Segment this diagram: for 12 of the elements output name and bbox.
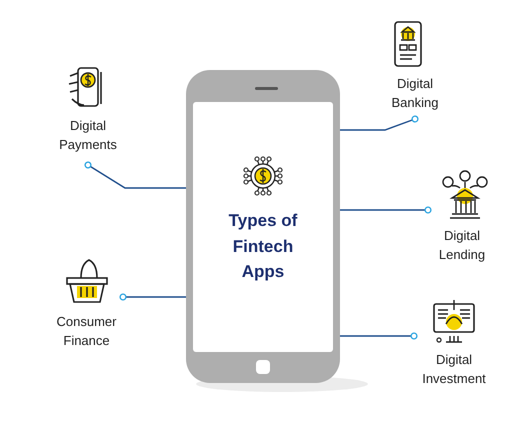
connector-line	[84, 161, 186, 189]
node-label: Types of Fintech Apps	[228, 210, 298, 283]
connector-line	[340, 115, 419, 131]
category-label: Digital Lending	[438, 227, 486, 264]
connector-line	[119, 293, 186, 301]
category-label: Digital Payments	[58, 117, 118, 154]
connector-line	[340, 332, 418, 340]
phone-frame	[186, 70, 340, 383]
connector-line	[340, 206, 432, 214]
category-label: Consumer Finance	[56, 313, 118, 350]
category-label: Digital Banking	[390, 75, 440, 112]
category-label: Digital Investment	[421, 351, 487, 388]
